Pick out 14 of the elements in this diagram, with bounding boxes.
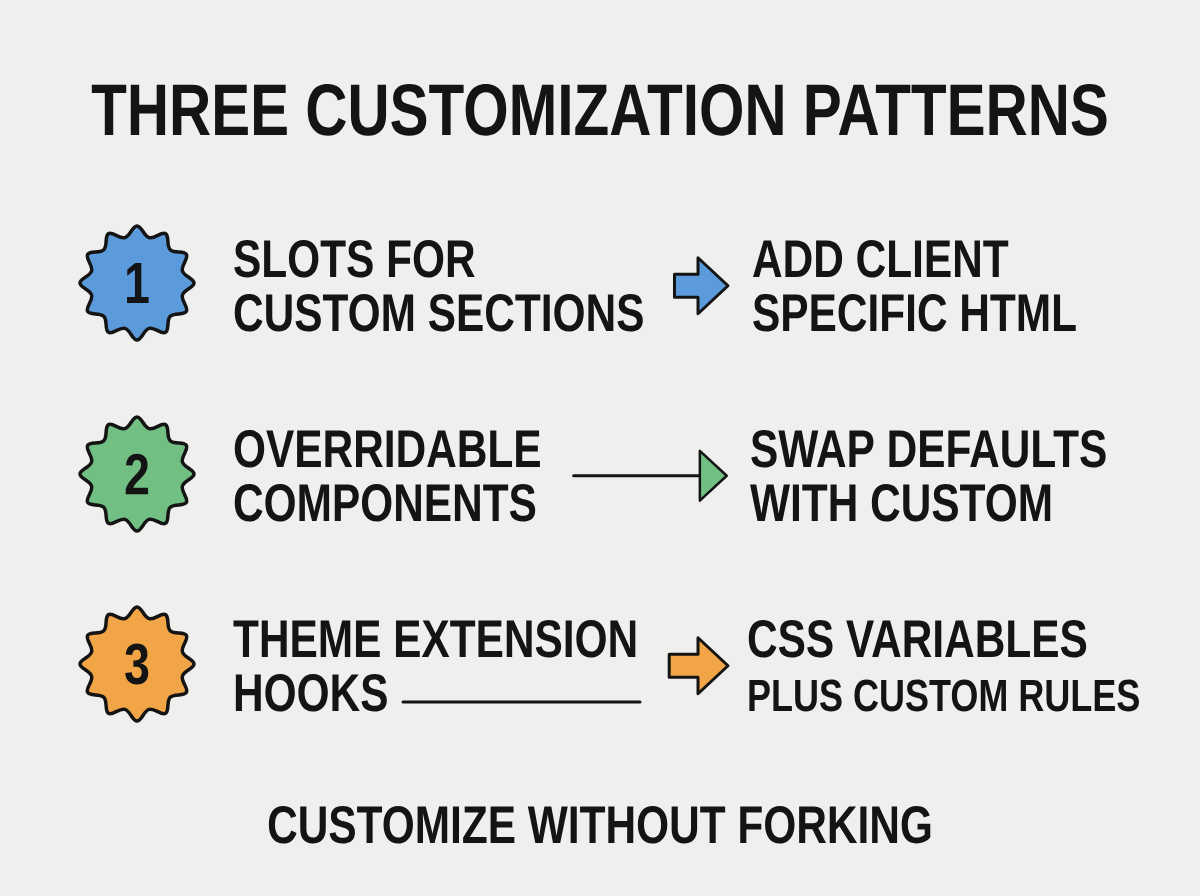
text-label: CSS VARIABLES PLUS CUSTOM RULES	[748, 620, 1139, 712]
block-arrow	[673, 256, 730, 316]
text-label: THEME EXTENSION HOOKS	[233, 620, 636, 712]
text-label: OVERRIDABLE COMPONENTS	[234, 430, 540, 522]
caption: CUSTOMIZE WITHOUT FORKING	[268, 806, 931, 844]
text-label: SLOTS FOR CUSTOM SECTIONS	[234, 240, 643, 332]
number-badge: 2	[78, 415, 196, 533]
block-arrow	[667, 636, 730, 696]
arrow	[572, 449, 728, 502]
number-badge: 3	[78, 605, 196, 723]
number-badge: 1	[78, 224, 196, 342]
text-label: SWAP DEFAULTS WITH CUSTOM	[750, 430, 1106, 522]
title: THREE CUSTOMIZATION PATTERNS	[91, 84, 1107, 136]
text-label: ADD CLIENT SPECIFIC HTML	[753, 240, 1076, 332]
